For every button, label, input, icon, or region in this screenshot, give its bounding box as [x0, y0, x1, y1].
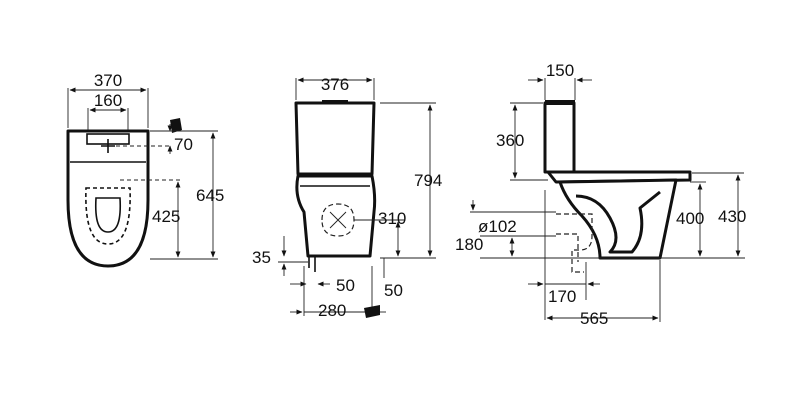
- dim-side-bowl-height: 400: [676, 209, 704, 228]
- dim-top-outlet-spacing: 160: [94, 91, 122, 110]
- dim-side-overall-depth: 565: [580, 309, 608, 328]
- dim-top-seat-to-back: 425: [152, 207, 180, 226]
- front-view-button: [322, 100, 348, 104]
- side-view-trap: [575, 190, 661, 254]
- dim-side-cistern-depth: 150: [546, 61, 574, 80]
- water-inlet-symbol: [170, 118, 182, 133]
- side-view-cistern: [543, 101, 576, 174]
- front-view-pan: [295, 174, 377, 258]
- dim-front-foot-offset-a: 50: [336, 276, 355, 295]
- top-view-tank-edge: [86, 133, 130, 145]
- side-view: 150 360 ø102 180 400 430 170 565: [455, 61, 746, 328]
- top-view: 370 160 70 645 425: [66, 71, 224, 268]
- top-view-inlet-marker: [101, 139, 115, 153]
- front-view-outlet-center: [329, 211, 347, 229]
- side-view-cistern-lid: [545, 100, 575, 105]
- front-view-fixing-left: [308, 256, 316, 272]
- dim-side-seat-height: 430: [718, 207, 746, 226]
- fixing-symbol: [364, 305, 380, 318]
- dim-top-overall-width: 370: [94, 71, 122, 90]
- dim-side-outlet-from-wall: 170: [548, 287, 576, 306]
- dim-side-outlet-height: 180: [455, 235, 483, 254]
- dim-front-outlet-height: 310: [378, 209, 406, 228]
- front-view-cistern: [294, 101, 376, 176]
- dim-front-height: 794: [414, 171, 442, 190]
- top-view-seat: [94, 197, 122, 233]
- dim-side-outlet-diameter: ø102: [478, 217, 517, 236]
- top-view-bowl-opening: [85, 187, 131, 245]
- dim-front-width: 376: [321, 75, 349, 94]
- side-view-outlet: [556, 213, 593, 273]
- dim-top-depth: 645: [196, 186, 224, 205]
- dim-side-cistern-height: 360: [496, 131, 524, 150]
- dim-front-inlet-height: 35: [252, 248, 271, 267]
- front-view: 376 794 310 35 50 50 280: [252, 75, 442, 320]
- dim-front-fixing-spacing: 280: [318, 301, 346, 320]
- dim-front-foot-offset-b: 50: [384, 281, 403, 300]
- dim-top-outlet-offset: 70: [174, 135, 193, 154]
- side-view-outlet-lower: [556, 233, 579, 262]
